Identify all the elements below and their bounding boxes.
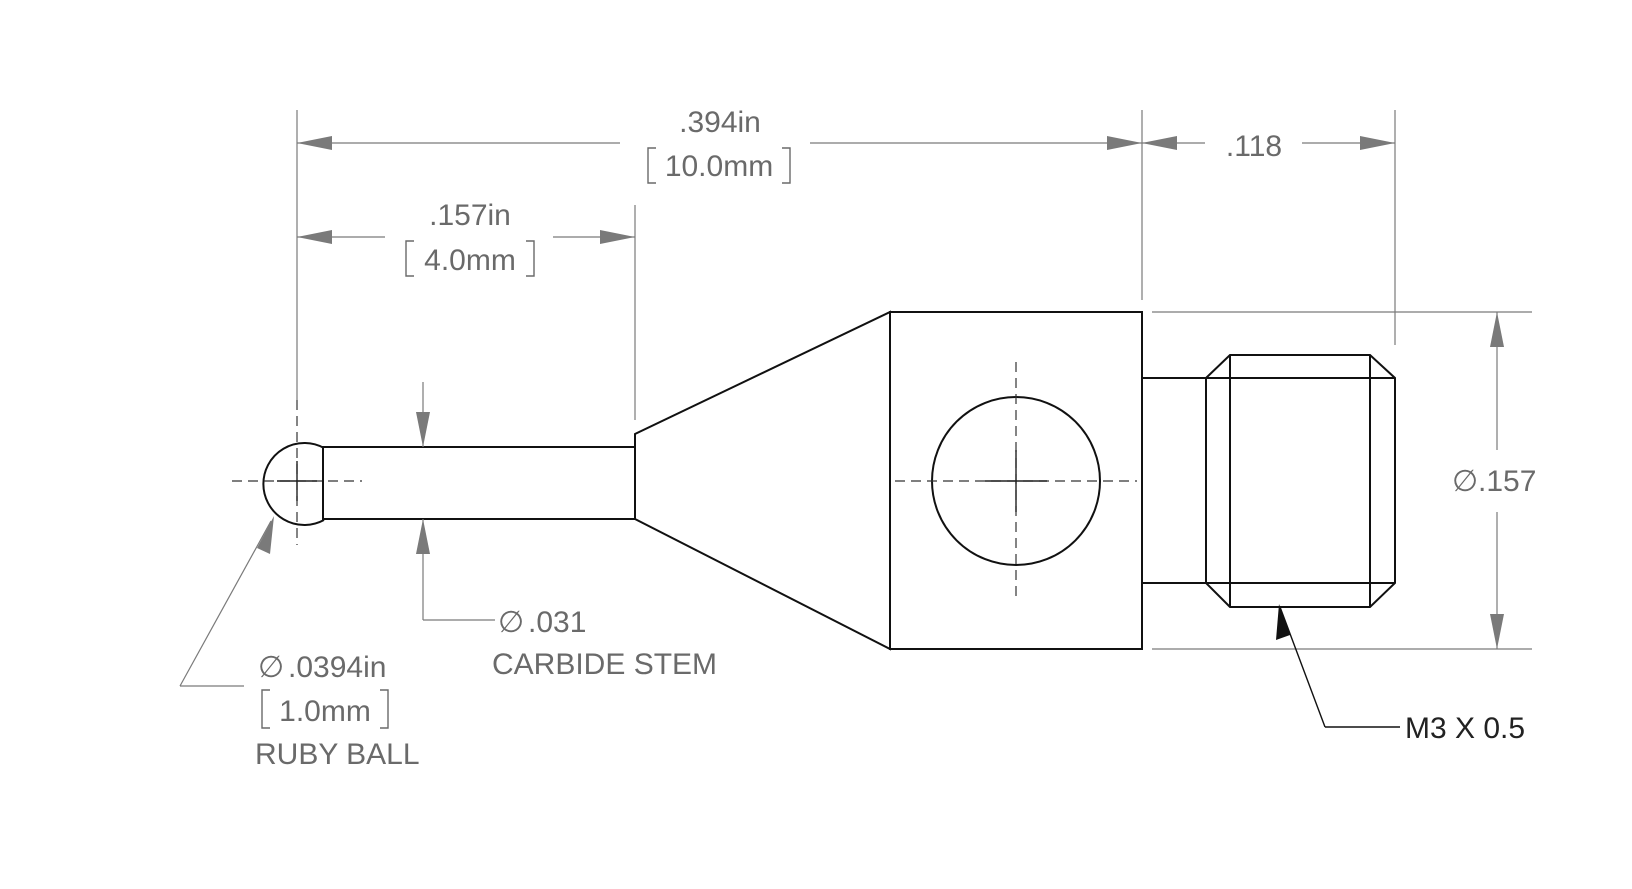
dim-stem-length: .157in 4.0mm	[297, 199, 635, 277]
callout-thread: M3 X 0.5	[1276, 604, 1525, 745]
thread-neck	[1141, 377, 1207, 584]
diameter-symbol-thread: ∅	[1452, 465, 1478, 498]
dim-stem-length-in: .157in	[429, 199, 511, 232]
diameter-symbol-ball: ∅	[258, 651, 284, 684]
extension-lines	[296, 110, 1532, 650]
dim-thread-diameter: ∅ .157	[1452, 312, 1536, 649]
dim-overall-length-mm: 10.0mm	[665, 150, 773, 183]
center-marks	[232, 362, 1137, 600]
ruby-ball	[262, 442, 325, 526]
label-carbide-stem: CARBIDE STEM	[492, 648, 717, 681]
stylus-cone	[634, 310, 891, 651]
dim-thread-diameter-text: .157	[1478, 465, 1536, 498]
dim-thread-length-text: .118	[1226, 130, 1282, 163]
dim-ball-diameter: ∅ .0394in 1.0mm RUBY BALL	[179, 516, 420, 771]
carbide-stem	[322, 446, 636, 520]
dim-stem-diameter: ∅ .031 CARBIDE STEM	[416, 382, 717, 681]
diameter-symbol-stem: ∅	[498, 606, 524, 639]
dim-ball-diameter-mm: 1.0mm	[279, 695, 371, 728]
thread-section	[1205, 354, 1396, 608]
dim-overall-length-in: .394in	[679, 106, 761, 139]
dim-stem-length-mm: 4.0mm	[424, 244, 516, 277]
label-ruby-ball: RUBY BALL	[255, 738, 420, 771]
label-thread-spec: M3 X 0.5	[1405, 712, 1525, 745]
dim-ball-diameter-in: .0394in	[288, 651, 386, 684]
dim-overall-length: .394in 10.0mm	[297, 106, 1142, 184]
part-outline	[262, 310, 1396, 651]
dim-stem-diameter-text: .031	[528, 606, 586, 639]
dim-thread-length: .118	[1142, 130, 1395, 163]
